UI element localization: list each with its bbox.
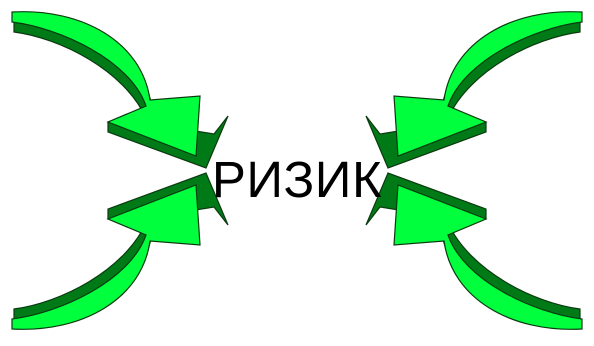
top-right-arrow [365,11,583,169]
center-label: РИЗИК [211,150,383,208]
top-left-arrow [11,11,229,169]
